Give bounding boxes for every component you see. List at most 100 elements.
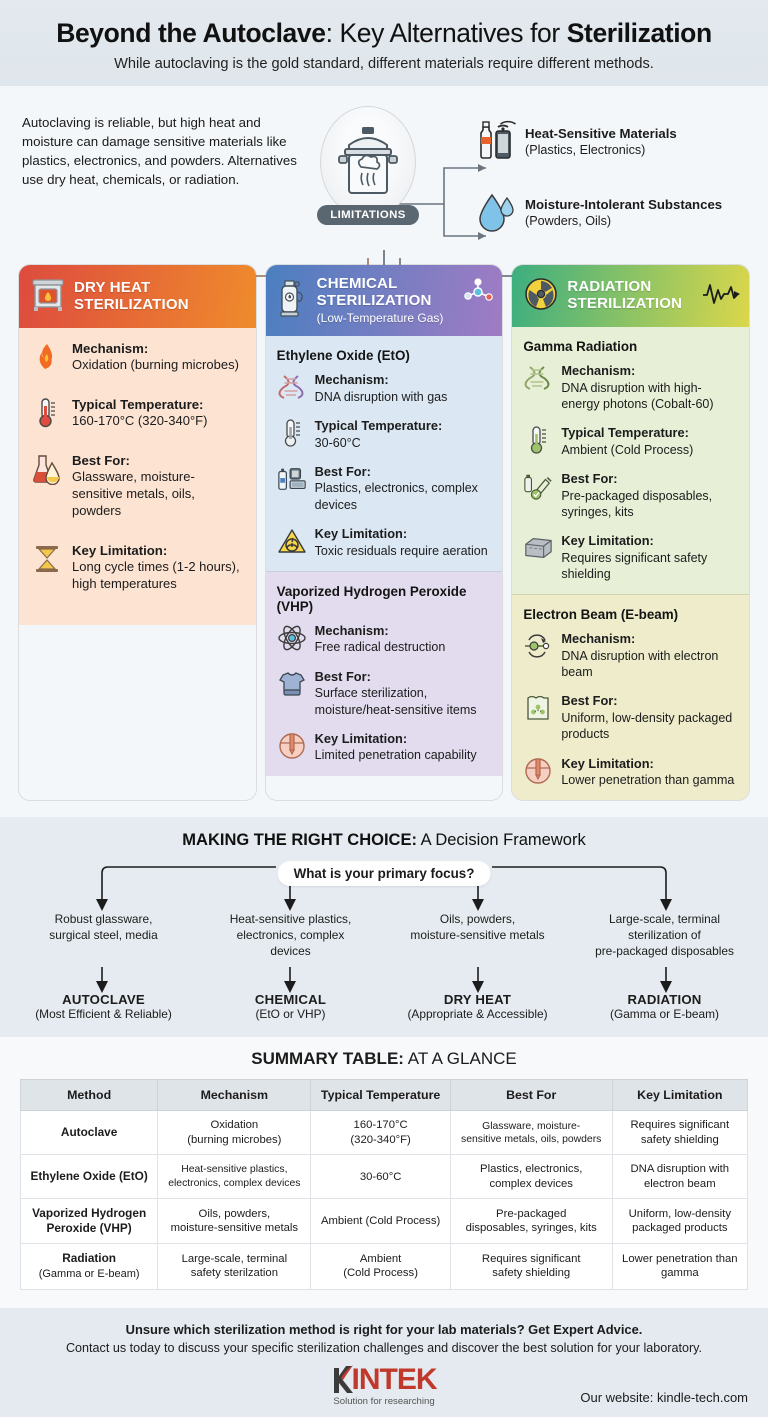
section-title: Vaporized Hydrogen Peroxide (VHP): [276, 583, 467, 614]
detail-item: Key Limitation: Long cycle times (1-2 ho…: [30, 542, 245, 593]
branch-result: DRY HEAT: [443, 992, 512, 1008]
detail-label: Best For:: [72, 453, 130, 469]
col-key-limitation: Key Limitation: [611, 1079, 749, 1112]
detail-item: Mechanism: Oxidation (burning microbes): [30, 340, 245, 374]
footer-cta: Unsure which sterilization method is rig…: [125, 1321, 643, 1337]
gas-cylinder-icon: [278, 278, 308, 323]
card-title-line1: RADIATION: [567, 278, 652, 296]
cell-line: Glassware, moisture-: [482, 1120, 581, 1132]
cell-best-for: Glassware, moisture-sensitive metals, oi…: [449, 1110, 613, 1156]
cell-line: (Cold Process): [343, 1267, 418, 1280]
detail-label: Best For:: [314, 463, 371, 479]
branch-desc-line: sterilization of: [628, 928, 701, 943]
detail-value: Uniform, low-density packaged products: [561, 711, 733, 742]
penetration-icon: [277, 731, 307, 761]
branch-desc-line: Oils, powders,: [439, 912, 516, 927]
branch-result-sub: (Most Efficient & Reliable): [35, 1007, 172, 1022]
cell-line: safety shielding: [492, 1267, 571, 1280]
col-temperature: Typical Temperature: [310, 1079, 451, 1112]
branch-result-sub: (Gamma or E-beam): [609, 1007, 720, 1022]
autoclave-node: LIMITATIONS: [308, 106, 428, 225]
detail-value: DNA disruption with electron beam: [561, 648, 719, 680]
branch-arrow-spacer: [16, 962, 191, 992]
method-cards: DRY HEAT STERILIZATION Mechanism: Oxidat…: [0, 264, 768, 818]
cell-line: sensitive metals, oils, powders: [461, 1133, 602, 1145]
detail-text: Best For: Surface sterilization, moistur…: [315, 669, 492, 718]
detail-value: 30-60°C: [314, 435, 361, 450]
detail-value: 160-170°C (320-340°F): [72, 413, 208, 429]
detail-label: Mechanism:: [561, 631, 636, 647]
card-title-line2: STERILIZATION: [316, 291, 432, 309]
decision-heading: MAKING THE RIGHT CHOICE: A Decision Fram…: [10, 831, 758, 850]
cell-method: Radiation(Gamma or E-beam): [19, 1243, 159, 1290]
cell-method: Ethylene Oxide (EtO): [19, 1154, 159, 1200]
callout-sub: (Plastics, Electronics): [525, 143, 646, 157]
cell-line: electronics, complex devices: [168, 1177, 301, 1189]
detail-value: DNA disruption with gas: [314, 389, 448, 404]
card-section-gamma: Gamma Radiation Mechanism: DNA disruptio…: [512, 327, 750, 595]
cell-line: Peroxide (VHP): [46, 1221, 132, 1236]
card-section-eto: Ethylene Oxide (EtO) Mechanism: DNA disr…: [265, 336, 503, 571]
summary-section: SUMMARY TABLE: AT A GLANCE Method Mechan…: [0, 1037, 768, 1308]
card-title-line2: STERILIZATION: [567, 295, 683, 312]
branch-desc-line: pre-packaged disposables: [595, 944, 734, 959]
detail-label: Mechanism:: [561, 363, 636, 378]
detail-text: Typical Temperature: Ambient (Cold Proce…: [561, 425, 693, 458]
page-subtitle: While autoclaving is the gold standard, …: [114, 56, 654, 72]
title-bold-2: Sterilization: [566, 18, 712, 48]
detail-value: Limited penetration capability: [314, 748, 477, 763]
detail-text: Key Limitation: Limited penetration capa…: [315, 731, 477, 764]
brand-wordmark: INTEK: [332, 1364, 438, 1395]
cell-line: 30-60°C: [359, 1170, 402, 1183]
flame-icon: [30, 340, 64, 374]
cell-line: (Gamma or E-beam): [38, 1268, 140, 1281]
intro-section: Autoclaving is reliable, but high heat a…: [0, 86, 768, 264]
page-title: Beyond the Autoclave: Key Alternatives f…: [20, 18, 748, 49]
card-section-ebeam: Electron Beam (E-beam) Mechanism: DNA di…: [512, 594, 750, 801]
cell-temperature: 160-170°C(320-340°F): [310, 1110, 451, 1156]
card-radiation[interactable]: RADIATION STERILIZATION Gamma Radiation: [511, 264, 751, 802]
cell-line: Vaporized Hydrogen: [32, 1206, 147, 1221]
detail-item: Key Limitation: Lower penetration than g…: [523, 756, 738, 789]
molecule-icon: [462, 277, 494, 312]
primary-focus-question: What is your primary focus?: [277, 861, 491, 887]
biohazard-warning-icon: [277, 526, 307, 556]
detail-item: Key Limitation: Toxic residuals require …: [277, 526, 492, 559]
decision-heading-rest: A Decision Framework: [416, 831, 586, 850]
penetration-icon: [523, 756, 553, 786]
callout-title: Moisture-Intolerant Substances: [525, 197, 723, 212]
bottle-phone-icon: [476, 118, 516, 167]
detail-item: Best For: Pre-packaged disposables, syri…: [523, 471, 738, 520]
detail-label: Mechanism:: [314, 372, 389, 388]
summary-heading: SUMMARY TABLE: AT A GLANCE: [20, 1049, 748, 1069]
cell-line: (320-340°F): [350, 1133, 411, 1146]
cell-line: electron beam: [644, 1177, 716, 1190]
card-chemical[interactable]: CHEMICAL STERILIZATION (Low-Temperature …: [264, 264, 504, 802]
detail-value: Free radical destruction: [314, 640, 446, 655]
detail-text: Mechanism: Oxidation (burning microbes): [72, 340, 239, 374]
cell-line: Plastics, electronics,: [480, 1163, 583, 1176]
callout-list: Heat-Sensitive Materials (Plastics, Elec…: [476, 106, 722, 260]
summary-heading-bold: SUMMARY TABLE:: [251, 1049, 404, 1069]
branch-desc-line: Heat-sensitive plastics,: [229, 912, 352, 927]
branch-arrow-spacer: [203, 962, 378, 992]
card-title-line1: CHEMICAL: [316, 275, 398, 292]
detail-item: Key Limitation: Limited penetration capa…: [277, 731, 492, 764]
cell-line: Large-scale, terminal: [181, 1253, 288, 1266]
branch-desc-line: electronics, complex: [236, 928, 345, 943]
cell-line: complex devices: [489, 1177, 573, 1190]
card-dry-heat[interactable]: DRY HEAT STERILIZATION Mechanism: Oxidat…: [18, 264, 257, 802]
detail-text: Mechanism: DNA disruption with electron …: [561, 631, 738, 680]
detail-label: Best For:: [314, 668, 371, 684]
card-title: DRY HEAT STERILIZATION: [74, 279, 189, 314]
detail-value: Ambient (Cold Process): [561, 442, 694, 457]
limitations-label: LIMITATIONS: [317, 205, 419, 225]
card-body: Mechanism: Oxidation (burning microbes) …: [19, 328, 256, 625]
detail-text: Mechanism: DNA disruption with high-ener…: [561, 363, 738, 412]
